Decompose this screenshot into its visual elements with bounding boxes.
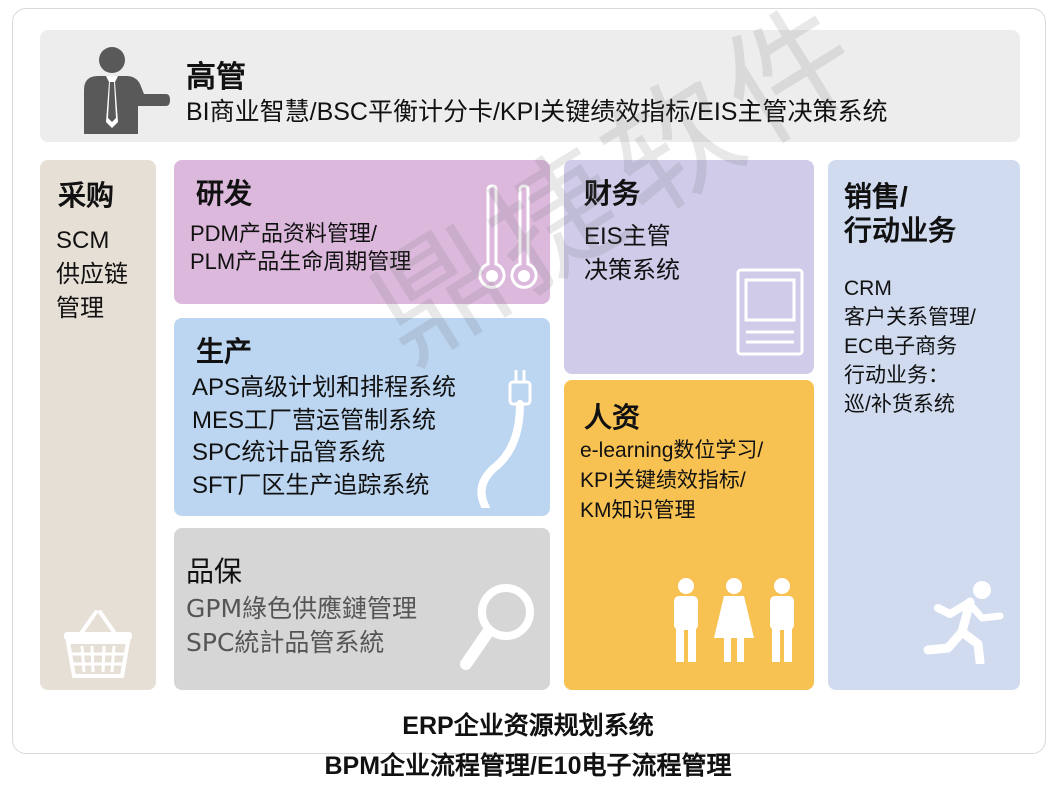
executive-panel: 高管 BI商业智慧/BSC平衡计分卡/KPI关键绩效指标/EIS主管决策系统 — [40, 30, 1020, 142]
finance-line: 决策系统 — [584, 257, 680, 284]
production-line: SPC统计品管系统 — [192, 439, 386, 466]
rd-line: PDM产品资料管理/ — [190, 221, 378, 246]
procurement-line: SCM — [56, 227, 110, 254]
production-line: APS高级计划和排程系统 — [192, 374, 457, 401]
procurement-panel: 采购 SCM 供应链 管理 — [40, 160, 156, 690]
sales-panel: 销售/ 行动业务 CRM 客户关系管理/ EC电子商务 行动业务： 巡/补货系统 — [828, 160, 1020, 690]
running-man-icon — [923, 581, 1004, 664]
procurement-title: 采购 — [58, 180, 115, 211]
monitor-icon — [736, 268, 804, 356]
hr-line: e-learning数位学习/ — [580, 439, 764, 462]
finance-panel: 财务 EIS主管 决策系统 — [564, 160, 814, 374]
executive-title: 高管 — [186, 61, 246, 94]
rd-title: 研发 — [196, 178, 253, 209]
production-title: 生产 — [196, 336, 253, 367]
sales-title-line: 销售/ — [844, 181, 908, 212]
magnifier-icon — [460, 584, 534, 670]
production-line: MES工厂营运管制系统 — [192, 406, 437, 434]
executive-subtitle: BI商业智慧/BSC平衡计分卡/KPI关键绩效指标/EIS主管决策系统 — [186, 98, 888, 126]
sales-line: EC电子商务 — [844, 335, 958, 358]
finance-title: 财务 — [584, 178, 641, 209]
footer-erp: ERP企业资源规划系统 — [402, 712, 654, 740]
finance-line: EIS主管 — [584, 223, 671, 250]
hr-line: KM知识管理 — [580, 499, 696, 522]
sales-line: 巡/补货系统 — [844, 393, 955, 416]
sales-line: 客户关系管理/ — [844, 306, 976, 329]
footer-bpm: BPM企业流程管理/E10电子流程管理 — [324, 752, 732, 780]
production-line: SFT厂区生产追踪系统 — [192, 471, 430, 499]
sales-line: CRM — [844, 277, 892, 300]
quality-panel: 品保 GPM綠色供應鏈管理 SPC統計品管系統 — [174, 528, 550, 690]
sales-text: CRM 客户关系管理/ EC电子商务 行动业务： 巡/补货系统 — [844, 274, 976, 419]
quality-line: SPC統計品管系統 — [186, 628, 385, 657]
hr-panel: 人资 e-learning数位学习/ KPI关键绩效指标/ KM知识管理 — [564, 380, 814, 690]
hr-text: e-learning数位学习/ KPI关键绩效指标/ KM知识管理 — [580, 436, 763, 526]
hr-title: 人资 — [584, 402, 641, 433]
thermometer-icon — [478, 184, 538, 289]
sales-line: 行动业务： — [844, 364, 949, 387]
procurement-text: SCM 供应链 管理 — [56, 224, 128, 326]
people-icon — [674, 578, 794, 662]
shopping-basket-icon — [64, 610, 132, 678]
businessman-icon — [84, 47, 170, 134]
rd-line: PLM产品生命周期管理 — [190, 249, 412, 274]
procurement-line: 管理 — [56, 295, 104, 322]
procurement-line: 供应链 — [56, 261, 128, 288]
sales-title-line: 行动业务 — [844, 215, 957, 246]
quality-title: 品保 — [186, 556, 243, 587]
quality-line: GPM綠色供應鏈管理 — [186, 594, 418, 623]
production-panel: 生产 APS高级计划和排程系统 MES工厂营运管制系统 SPC统计品管系统 SF… — [174, 318, 550, 516]
production-text: APS高级计划和排程系统 MES工厂营运管制系统 SPC统计品管系统 SFT厂区… — [192, 372, 456, 502]
sales-title: 销售/ 行动业务 — [844, 180, 956, 248]
plug-icon — [477, 370, 532, 508]
finance-text: EIS主管 决策系统 — [584, 220, 680, 288]
rd-panel: 研发 PDM产品资料管理/ PLM产品生命周期管理 — [174, 160, 550, 304]
hr-line: KPI关键绩效指标/ — [580, 469, 746, 492]
quality-text: GPM綠色供應鏈管理 SPC統計品管系統 — [186, 592, 417, 660]
rd-text: PDM产品资料管理/ PLM产品生命周期管理 — [190, 220, 411, 276]
